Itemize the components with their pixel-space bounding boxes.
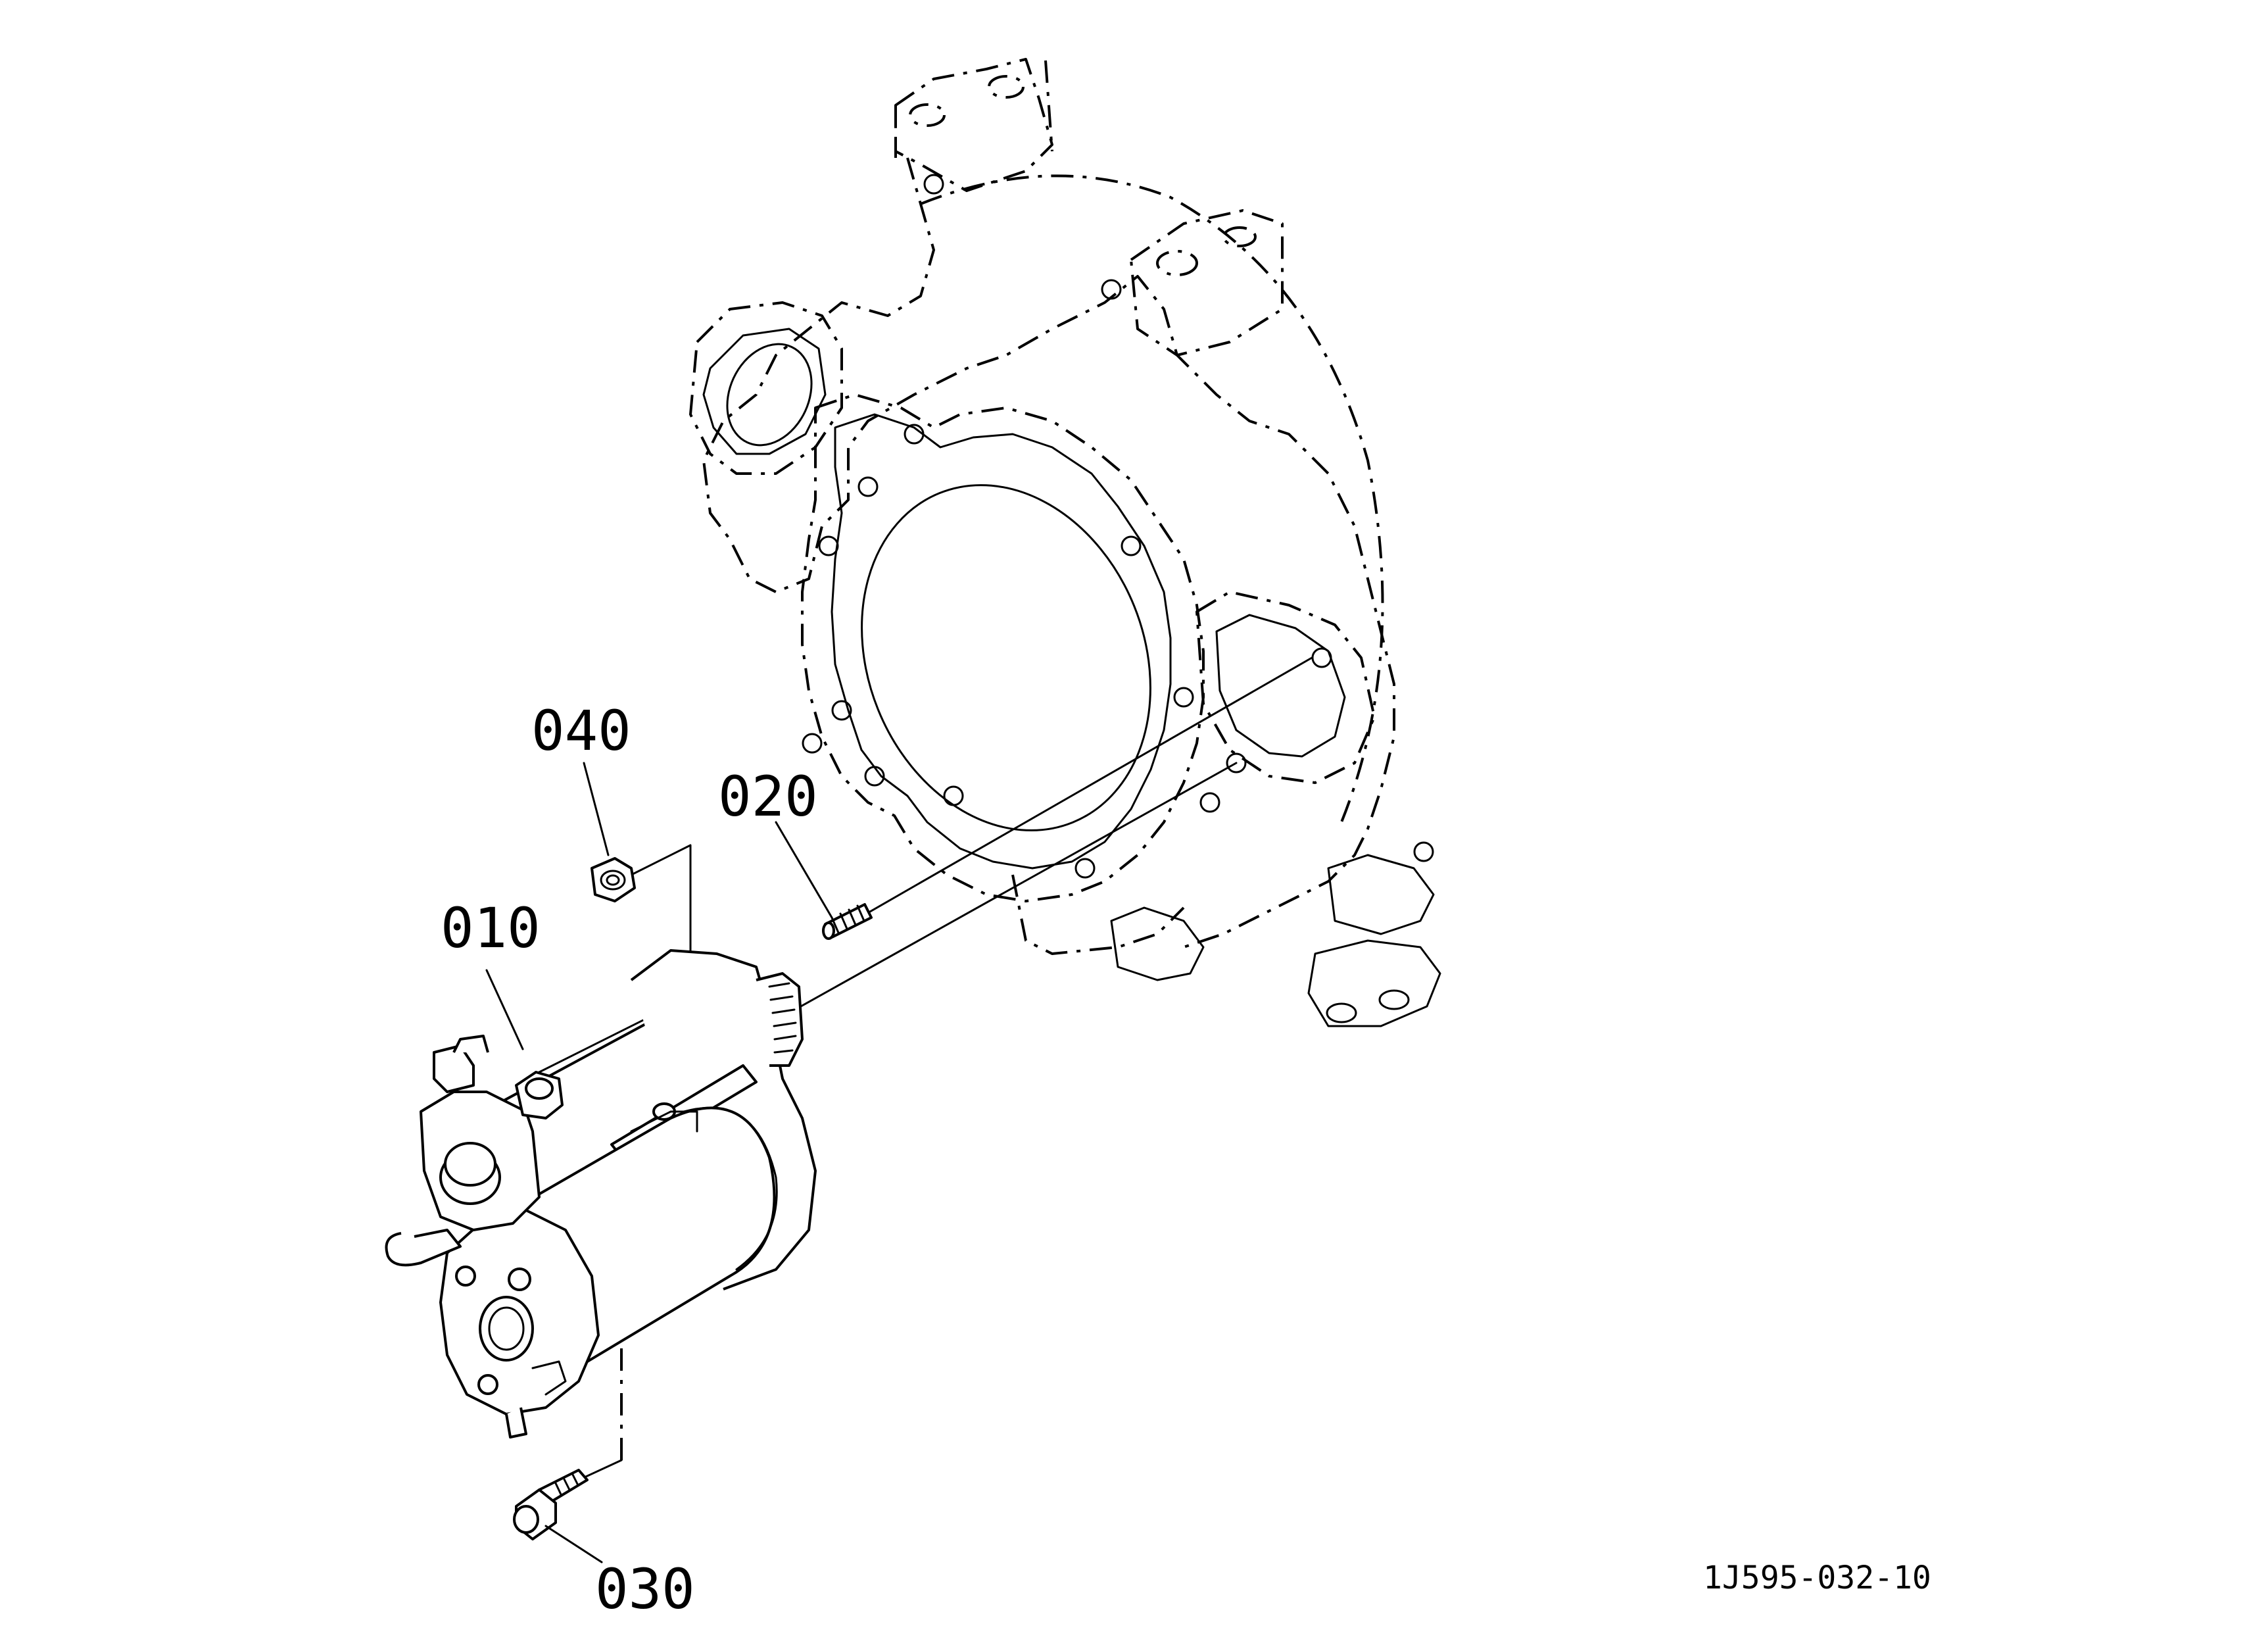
leader-lines: [485, 762, 833, 1563]
part-label-010: 010: [441, 896, 541, 960]
part-label-030: 030: [595, 1557, 695, 1621]
flywheel-housing: [689, 58, 1441, 1027]
part-label-020: 020: [718, 764, 818, 829]
nut-040: [591, 857, 636, 902]
reference-code: 1J595-032-10: [1703, 1560, 1931, 1596]
bolt-holes: [802, 174, 1434, 879]
part-label-040: 040: [531, 699, 631, 763]
starter-motor: [385, 949, 817, 1438]
stud-020: [822, 903, 873, 940]
